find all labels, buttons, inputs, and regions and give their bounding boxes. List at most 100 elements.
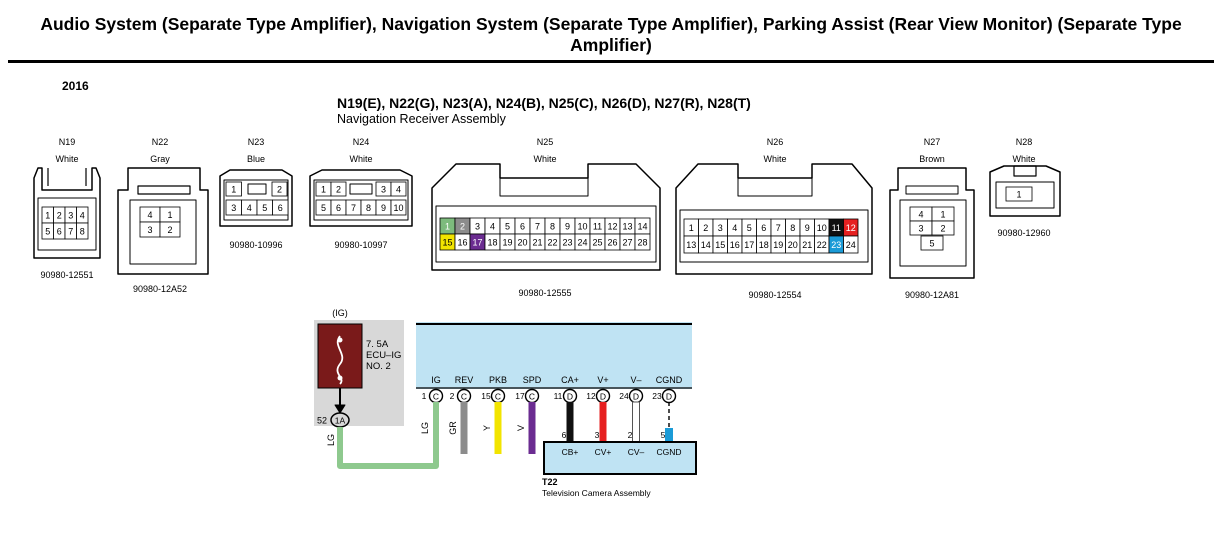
receiver-pin-connector-4: D bbox=[567, 392, 573, 402]
pin-number-4: 4 bbox=[918, 210, 923, 220]
pin-number-1: 1 bbox=[321, 185, 326, 195]
shield-ground bbox=[665, 428, 673, 442]
connector-latch bbox=[905, 185, 959, 195]
pin-number-15: 15 bbox=[442, 238, 452, 248]
camera-pin-number-1: 3 bbox=[595, 430, 600, 440]
connector-housing bbox=[431, 163, 661, 271]
wire-3 bbox=[528, 402, 536, 454]
pin-cell-2 bbox=[330, 181, 347, 197]
pin-number-28: 28 bbox=[637, 238, 647, 248]
connector-color-N25: White bbox=[533, 154, 556, 164]
pin-number-3: 3 bbox=[68, 211, 73, 221]
connector-housing bbox=[989, 165, 1061, 217]
camera-pin-number-0: 6 bbox=[562, 430, 567, 440]
pin-number-15: 15 bbox=[715, 240, 725, 250]
connector-latch bbox=[1013, 165, 1037, 177]
fuse-arrow bbox=[334, 404, 346, 414]
pin-number-10: 10 bbox=[393, 203, 403, 213]
pin-cell-5 bbox=[920, 235, 944, 251]
connector-latch bbox=[499, 177, 589, 197]
connector-color-N22: Gray bbox=[150, 154, 170, 164]
connector-frame bbox=[679, 209, 869, 263]
pin-number-4: 4 bbox=[490, 222, 495, 232]
receiver-pin-number-2: 15 bbox=[481, 391, 491, 401]
receiver-pin-label-4: CA+ bbox=[561, 375, 579, 385]
pin-number-17: 17 bbox=[744, 240, 754, 250]
pin-number-2: 2 bbox=[277, 185, 282, 195]
connector-frame bbox=[435, 205, 657, 263]
pin-number-18: 18 bbox=[759, 240, 769, 250]
title-rule bbox=[8, 60, 1214, 63]
pin-number-13: 13 bbox=[686, 240, 696, 250]
pin-number-16: 16 bbox=[457, 238, 467, 248]
pin-number-10: 10 bbox=[817, 223, 827, 233]
pin-number-5: 5 bbox=[747, 223, 752, 233]
connector-color-N26: White bbox=[763, 154, 786, 164]
pin-number-14: 14 bbox=[637, 222, 647, 232]
part-number-N24: 90980-10997 bbox=[334, 240, 387, 250]
pin-number-3: 3 bbox=[918, 224, 923, 234]
pin-number-3: 3 bbox=[381, 185, 386, 195]
page-title: Audio System (Separate Type Amplifier), … bbox=[40, 14, 1182, 55]
pin-number-8: 8 bbox=[80, 227, 85, 237]
connector-id-N25: N25 bbox=[537, 137, 554, 147]
pin-number-8: 8 bbox=[366, 203, 371, 213]
connector-color-N19: White bbox=[55, 154, 78, 164]
camera-pin-label-2: CV– bbox=[628, 447, 645, 457]
pin-number-7: 7 bbox=[351, 203, 356, 213]
wire-v-plus bbox=[599, 402, 607, 442]
receiver-pin-number-1: 2 bbox=[450, 391, 455, 401]
part-number-N25: 90980-12555 bbox=[518, 288, 571, 298]
connector-frame bbox=[223, 179, 289, 221]
pin-number-2: 2 bbox=[940, 224, 945, 234]
connector-id-N23: N23 bbox=[248, 137, 265, 147]
receiver-body bbox=[416, 322, 692, 389]
pin-number-12: 12 bbox=[846, 223, 856, 233]
pin-number-2: 2 bbox=[57, 211, 62, 221]
connector-housing bbox=[889, 167, 975, 279]
pin-number-7: 7 bbox=[776, 223, 781, 233]
connector-color-N24: White bbox=[349, 154, 372, 164]
receiver-pin-number-4: 11 bbox=[554, 391, 563, 401]
connector-latch bbox=[47, 168, 87, 186]
wire-lg bbox=[337, 402, 439, 469]
assembly-name: Navigation Receiver Assembly bbox=[337, 112, 506, 126]
pin-number-22: 22 bbox=[817, 240, 827, 250]
pin-number-9: 9 bbox=[381, 203, 386, 213]
connector-housing bbox=[309, 169, 413, 227]
connector-id-N26: N26 bbox=[767, 137, 784, 147]
fuse-terminal-bottom bbox=[337, 375, 343, 381]
pin-number-7: 7 bbox=[68, 227, 73, 237]
pin-number-8: 8 bbox=[550, 222, 555, 232]
pin-number-14: 14 bbox=[701, 240, 711, 250]
pin-number-4: 4 bbox=[732, 223, 737, 233]
fuse-ig-label: (IG) bbox=[332, 308, 348, 318]
fuse-number: NO. 2 bbox=[366, 361, 391, 372]
pin-number-10: 10 bbox=[577, 222, 587, 232]
camera-pin-number-2: 2 bbox=[628, 430, 633, 440]
receiver-pin-number-7: 23 bbox=[652, 391, 662, 401]
connector-id-N22: N22 bbox=[152, 137, 169, 147]
pin-cell-2 bbox=[159, 221, 181, 238]
pin-number-11: 11 bbox=[832, 223, 841, 233]
receiver-pin-connector-3: C bbox=[529, 392, 535, 402]
pin-number-16: 16 bbox=[730, 240, 740, 250]
connector-id-N19: N19 bbox=[59, 137, 76, 147]
connector-frame bbox=[899, 199, 967, 267]
connector-frame bbox=[37, 197, 97, 251]
part-number-N19: 90980-12551 bbox=[40, 270, 93, 280]
pin-number-2: 2 bbox=[460, 222, 465, 232]
receiver-pin-number-5: 12 bbox=[586, 391, 596, 401]
camera-pin-label-3: CGND bbox=[656, 447, 681, 457]
pin-number-21: 21 bbox=[802, 240, 812, 250]
connector-frame bbox=[129, 199, 197, 265]
pin-number-2: 2 bbox=[336, 185, 341, 195]
pin-number-4: 4 bbox=[396, 185, 401, 195]
pin-number-9: 9 bbox=[565, 222, 570, 232]
wire-v-minus bbox=[632, 401, 640, 443]
